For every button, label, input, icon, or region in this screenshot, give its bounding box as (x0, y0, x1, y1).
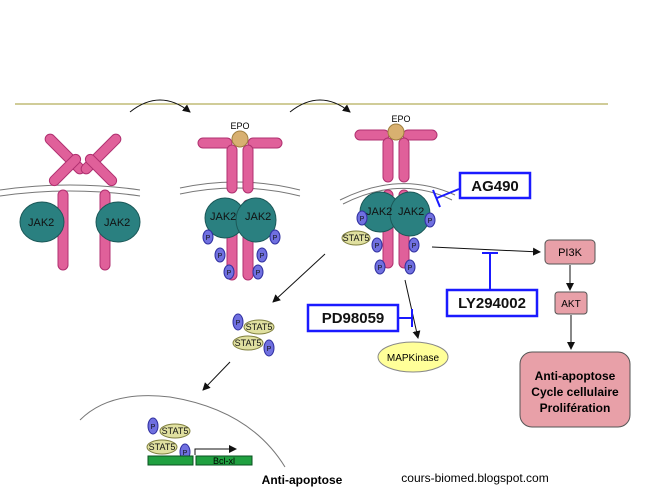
svg-text:STAT5: STAT5 (246, 322, 273, 332)
phosphate-group: P P P P P P (202, 229, 281, 280)
nuclear-membrane (79, 395, 286, 468)
dna-gene (195, 455, 253, 466)
transcription-arrow (194, 445, 237, 455)
svg-text:P: P (183, 450, 188, 457)
ag490-label: AG490 (471, 178, 519, 195)
anti-apoptose-label: Anti-apoptose (262, 473, 343, 487)
svg-text:STAT5: STAT5 (149, 442, 176, 452)
akt-label: AKT (561, 299, 580, 310)
svg-text:P: P (260, 253, 265, 260)
svg-text:P: P (218, 253, 223, 260)
jak2-label: JAK2 (104, 217, 130, 229)
jak2-label: JAK2 (28, 217, 54, 229)
svg-text:P: P (375, 243, 380, 250)
svg-text:STAT5: STAT5 (235, 338, 262, 348)
svg-text:P: P (227, 270, 232, 277)
svg-text:P: P (360, 216, 365, 223)
pd98059-inhibition (398, 309, 413, 327)
outcomes-box (519, 351, 631, 428)
ag490-inhibition (432, 188, 460, 208)
svg-text:P: P (151, 424, 156, 431)
svg-text:P: P (273, 235, 278, 242)
jak2-label: JAK2 (398, 206, 424, 218)
arrow-to-nucleus (202, 361, 231, 391)
akt-box (554, 291, 588, 315)
jak2-label: JAK2 (245, 211, 271, 223)
stat5-dimer: P STAT5 STAT5 P (232, 313, 275, 357)
svg-text:P: P (236, 320, 241, 327)
svg-text:P: P (412, 243, 417, 250)
pd98059-label: PD98059 (322, 310, 385, 327)
ly294002-inhibition (482, 252, 498, 290)
pi3k-label: PI3K (558, 247, 583, 259)
svg-text:STAT5: STAT5 (162, 426, 189, 436)
mapkinase (377, 341, 449, 373)
epo-ligand (231, 130, 249, 148)
receptor-inactive: JAK2 JAK2 (0, 133, 141, 271)
svg-text:P: P (206, 235, 211, 242)
jak2-label: JAK2 (210, 211, 236, 223)
footer-watermark: cours-biomed.blogspot.com (401, 471, 548, 485)
receptor-activated: EPO JAK2 JAK2 STAT5 P P P P P P (339, 114, 456, 275)
outcome-anti-apoptose: Anti-apoptose (535, 369, 616, 383)
arrow-to-pi3k (431, 246, 541, 256)
pi3k-box (544, 239, 596, 265)
mapkinase-label: MAPKinase (387, 353, 440, 364)
stat5 (341, 230, 371, 246)
receptor-epo-bound: EPO JAK2 JAK2 P P P P P P (179, 121, 301, 281)
dna-promoter (147, 455, 194, 466)
epo-ligand (387, 123, 405, 141)
phosphate-group: P P P P P P (356, 210, 436, 275)
svg-text:STAT5: STAT5 (343, 233, 370, 243)
svg-text:P: P (256, 270, 261, 277)
stat5-dimer-nuclear: P STAT5 STAT5 P (146, 417, 191, 461)
svg-text:P: P (267, 346, 272, 353)
ly294002-label: LY294002 (458, 295, 526, 312)
svg-text:P: P (378, 265, 383, 272)
transition-arrow-2 (289, 99, 351, 113)
ly294002-box (445, 288, 539, 318)
bclxl-label: Bcl-xl (213, 456, 235, 466)
pd98059-box (306, 303, 400, 333)
svg-text:P: P (408, 265, 413, 272)
outcome-cycle-cellulaire: Cycle cellulaire (531, 385, 619, 399)
outcome-proliferation: Prolifération (540, 401, 611, 415)
jak2-blob (95, 201, 141, 243)
transition-arrow-1 (129, 99, 191, 113)
epo-label: EPO (230, 121, 249, 131)
arrow-to-stat5-dimer (272, 253, 326, 303)
jak2-blob (19, 201, 65, 243)
epo-label: EPO (391, 114, 410, 124)
jak2-label: JAK2 (366, 206, 392, 218)
ag490-box (458, 171, 532, 200)
svg-text:P: P (428, 218, 433, 225)
